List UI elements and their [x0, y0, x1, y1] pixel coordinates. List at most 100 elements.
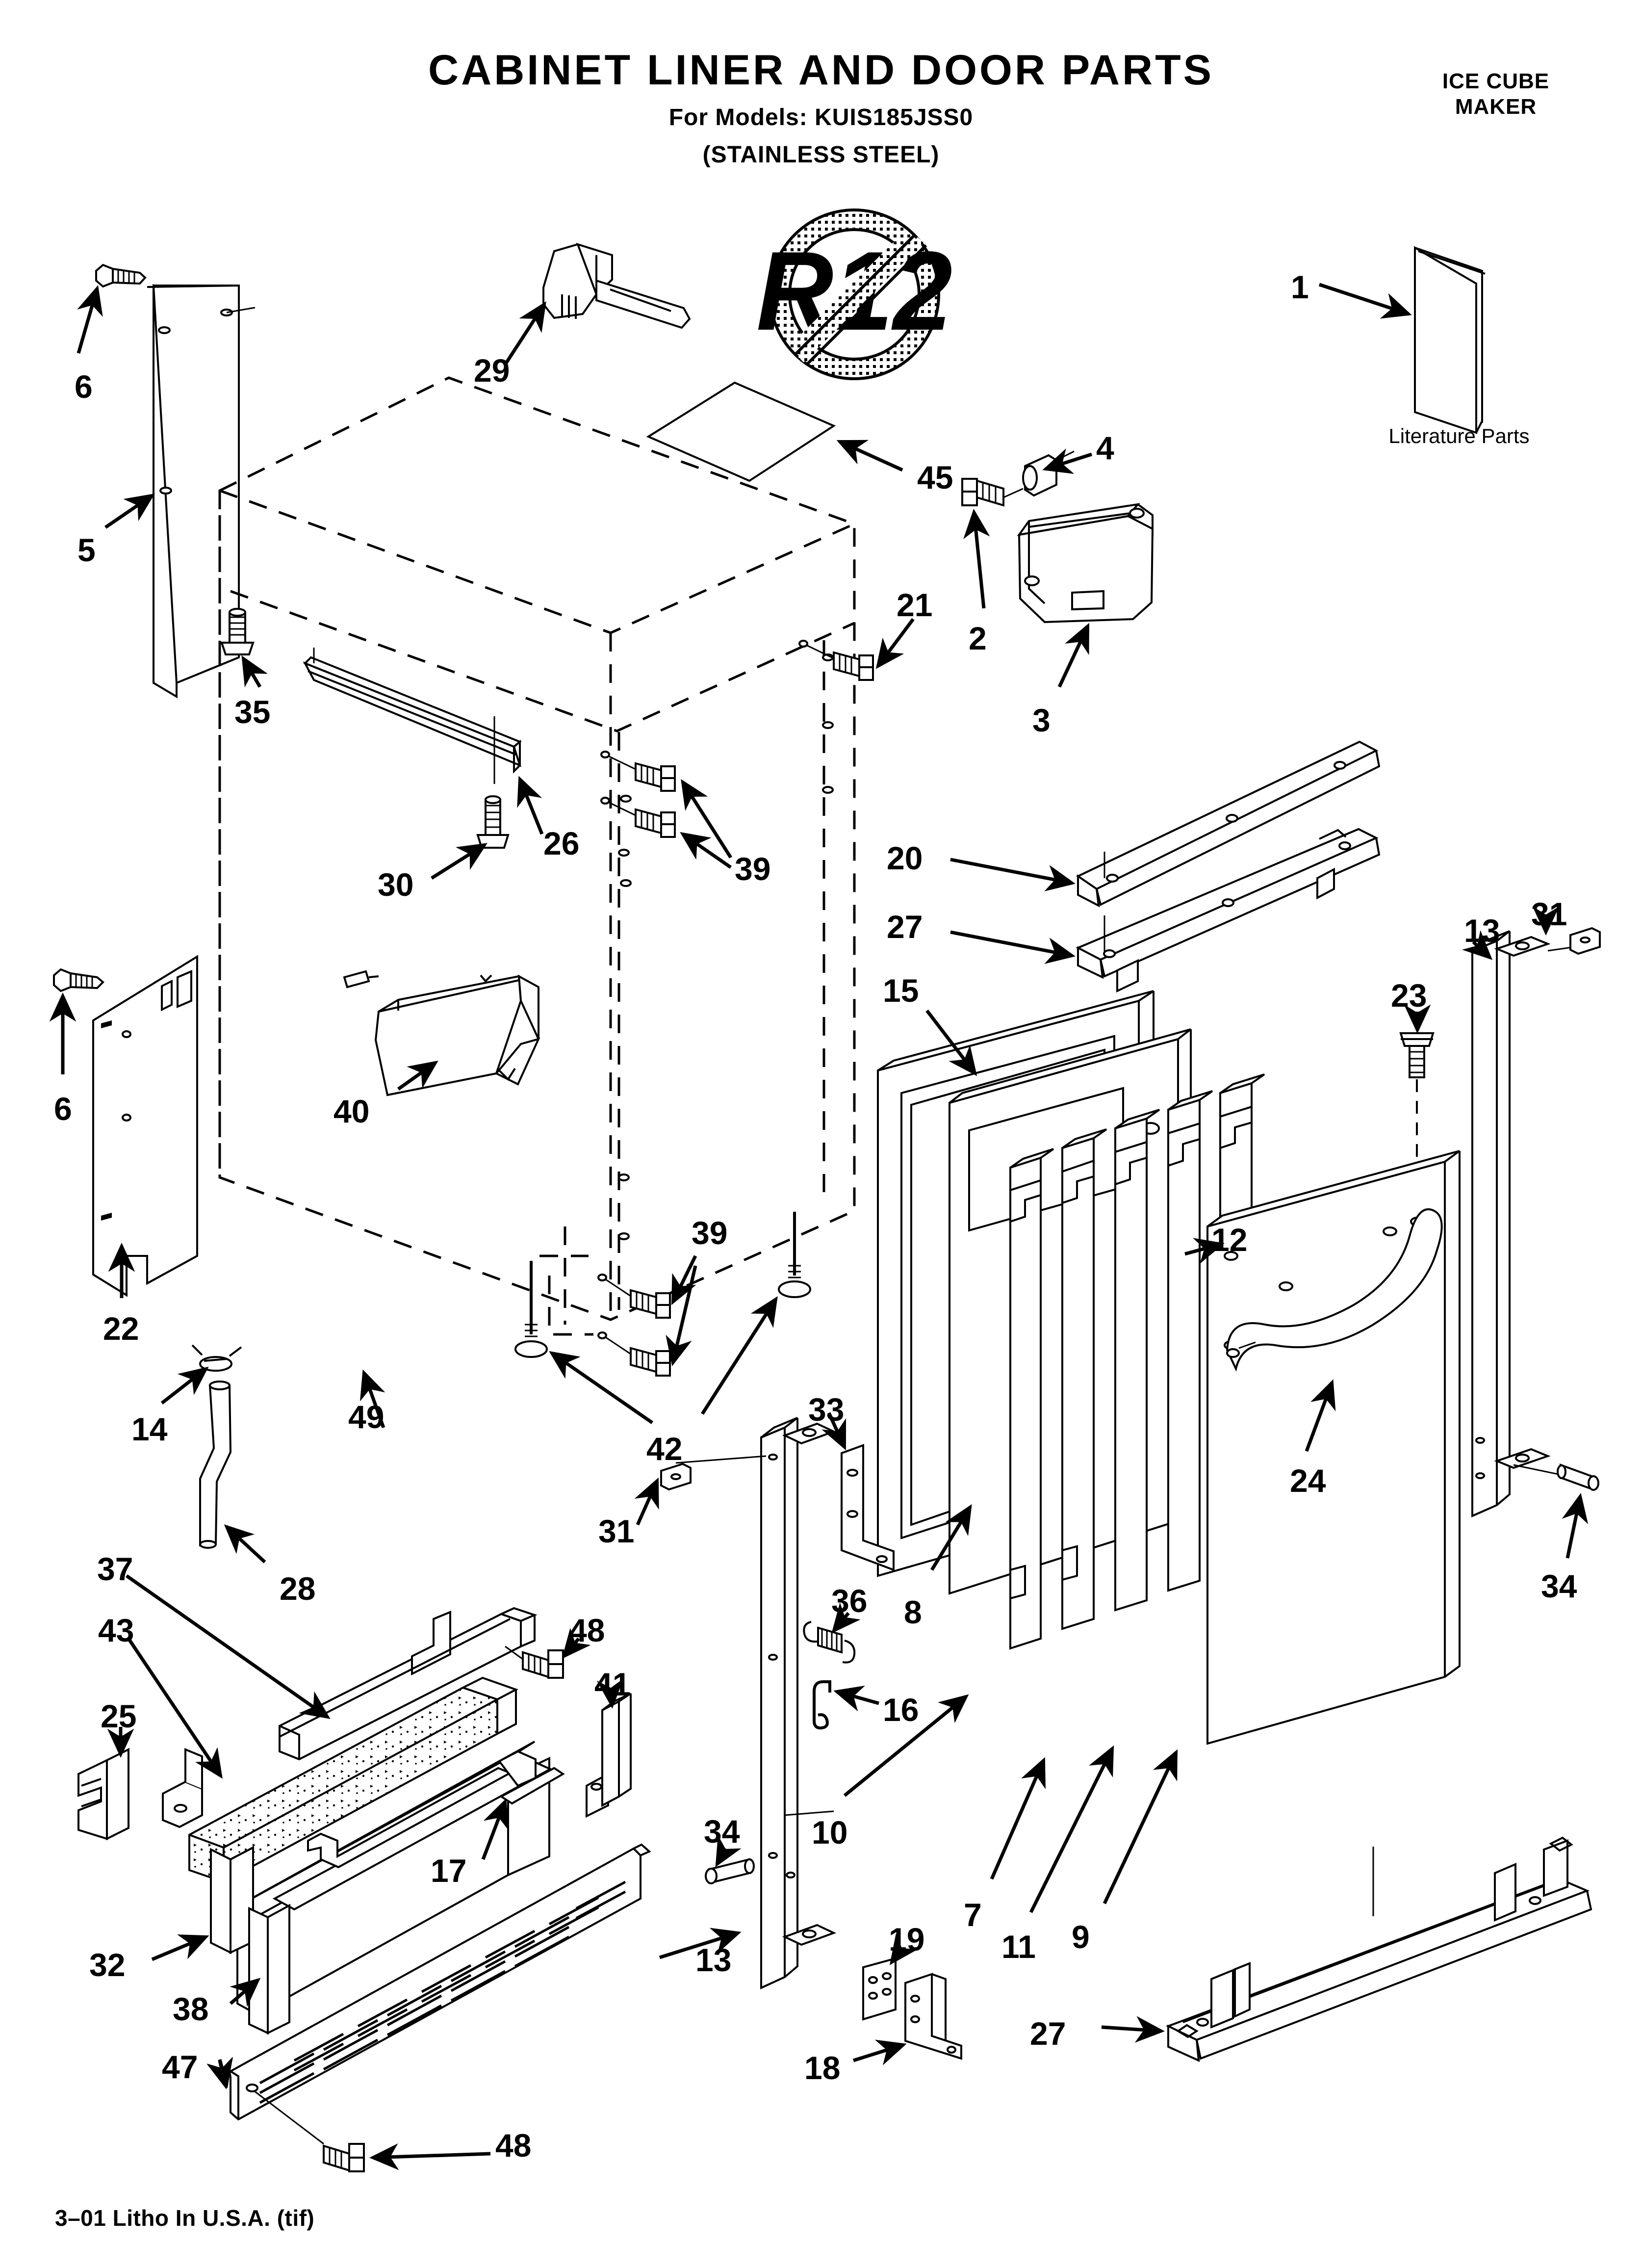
- part-39-screws-lower: [597, 1255, 697, 1377]
- part-18-angle-bracket: [904, 1973, 962, 2060]
- callout-number-37: 37: [97, 1551, 133, 1587]
- callout-number-30: 30: [378, 866, 414, 903]
- part-39-screws-upper: [600, 751, 732, 869]
- part-25-end-cap: [77, 1747, 129, 1841]
- callout-number-19: 19: [889, 1921, 925, 1957]
- part-40-ice-bin: [343, 970, 540, 1096]
- part-31-clip-right: [1569, 927, 1601, 955]
- part-29-latch-strike: [542, 242, 691, 329]
- part-21-screw: [798, 640, 874, 681]
- r12-prohibited-logo: R12: [756, 209, 952, 380]
- part-41-side-trim: [601, 1693, 632, 1807]
- callout-number-38: 38: [173, 1991, 209, 2027]
- callout-number-23: 23: [1391, 977, 1427, 1014]
- cabinet-liner-outline: [218, 376, 856, 1336]
- part-20-upper-rail: [1076, 740, 1381, 908]
- part-1-literature: [1414, 246, 1486, 434]
- part-45-insulation-sheet: [646, 381, 836, 482]
- callout-number-48: 48: [569, 1612, 605, 1648]
- part-27-lower-rail-upper-instance: [1076, 828, 1381, 993]
- part-30-screw: [476, 795, 510, 849]
- callout-number-12: 12: [1211, 1222, 1248, 1258]
- part-35-screw: [220, 608, 255, 655]
- part-48-screw-upper: [505, 1645, 564, 1679]
- callout-number-22: 22: [103, 1310, 139, 1347]
- part-34-pin-right: [1557, 1463, 1599, 1491]
- callout-number-7: 7: [964, 1897, 982, 1933]
- callout-number-39: 39: [692, 1215, 728, 1251]
- callout-number-10: 10: [812, 1814, 848, 1851]
- callout-number-28: 28: [280, 1570, 316, 1607]
- callout-number-6: 6: [75, 368, 93, 405]
- callout-number-41: 41: [594, 1666, 631, 1702]
- part-6-screw-lower: [53, 968, 104, 992]
- callout-number-14: 14: [131, 1411, 168, 1447]
- callout-number-26: 26: [543, 825, 580, 861]
- part-36-spring: [803, 1621, 856, 1664]
- part-32-end-block: [210, 1846, 254, 1955]
- part-6-screw-upper: [95, 263, 147, 288]
- callout-number-42: 42: [646, 1431, 683, 1467]
- callout-number-18: 18: [804, 2050, 841, 2086]
- part-17-front-console-panel: [236, 1741, 609, 2016]
- part-33-l-bracket: [841, 1444, 895, 1571]
- callout-number-8: 8: [904, 1594, 922, 1630]
- callout-number-36: 36: [831, 1583, 868, 1619]
- part-42-leveling-leg-left: [514, 1261, 548, 1358]
- finish-subtitle: (STAINLESS STEEL): [702, 142, 940, 168]
- callout-number-13: 13: [695, 1942, 732, 1978]
- part-22-side-panel-inner: [92, 955, 198, 1297]
- callout-number-1: 1: [1291, 269, 1309, 305]
- model-subtitle: For Models: KUIS185JSS0: [668, 104, 974, 130]
- callout-number-6: 6: [54, 1091, 72, 1127]
- part-27-base-rail-lower: [1165, 1836, 1592, 2062]
- part-28-fill-tube: [199, 1381, 232, 1549]
- callout-number-40: 40: [334, 1093, 370, 1129]
- callout-number-3: 3: [1032, 702, 1051, 738]
- callout-number-49: 49: [348, 1399, 385, 1435]
- part-13-trim-stile-right: [1471, 930, 1576, 1518]
- part-42-leveling-leg-right: [778, 1212, 811, 1298]
- callout-number-35: 35: [234, 694, 271, 730]
- callout-number-45: 45: [917, 459, 953, 495]
- callout-number-29: 29: [474, 352, 510, 389]
- callout-number-48: 48: [495, 2127, 532, 2164]
- callout-number-17: 17: [431, 1852, 467, 1889]
- callout-number-31: 31: [598, 1513, 635, 1549]
- callout-number-5: 5: [77, 532, 96, 568]
- callout-number-47: 47: [162, 2049, 198, 2085]
- literature-parts-label: Literature Parts: [1388, 424, 1530, 447]
- page-title: CABINET LINER AND DOOR PARTS: [428, 47, 1214, 94]
- callout-number-32: 32: [89, 1947, 126, 1983]
- part-48-screw-lower: [323, 2143, 365, 2172]
- part-47-vent-grille: [230, 1843, 651, 2145]
- part-14-tube-clamp: [191, 1344, 242, 1372]
- callout-number-33: 33: [808, 1391, 845, 1428]
- callout-number-16: 16: [883, 1692, 919, 1728]
- callout-number-13: 13: [1464, 912, 1500, 949]
- callout-number-27: 27: [1030, 2015, 1066, 2052]
- part-13-trim-stile-center: [675, 1417, 837, 1990]
- callout-number-25: 25: [101, 1698, 137, 1734]
- callout-number-11: 11: [1001, 1929, 1036, 1965]
- part-19-mounting-plate: [862, 1957, 897, 2021]
- callout-number-21: 21: [897, 587, 933, 623]
- callout-number-31: 31: [1531, 896, 1567, 932]
- ice-cube-maker-label: ICE CUBE MAKER: [1442, 69, 1550, 119]
- part-26-liner-rail: [303, 648, 522, 784]
- callout-number-34: 34: [1541, 1568, 1577, 1604]
- callout-number-24: 24: [1290, 1462, 1326, 1499]
- callout-number-34: 34: [704, 1813, 740, 1850]
- callout-number-2: 2: [969, 620, 987, 656]
- part-38-front-trim: [248, 1903, 290, 2035]
- callout-number-27: 27: [887, 909, 923, 945]
- callout-number-9: 9: [1072, 1919, 1090, 1955]
- part-24-door-handle: [1226, 1208, 1443, 1372]
- footer-print-code: 3–01 Litho In U.S.A. (tif): [55, 2205, 315, 2231]
- part-31-clip-center: [660, 1462, 692, 1491]
- part-34-pin-center: [705, 1858, 755, 1884]
- callout-number-43: 43: [98, 1612, 134, 1648]
- callout-number-20: 20: [887, 840, 923, 876]
